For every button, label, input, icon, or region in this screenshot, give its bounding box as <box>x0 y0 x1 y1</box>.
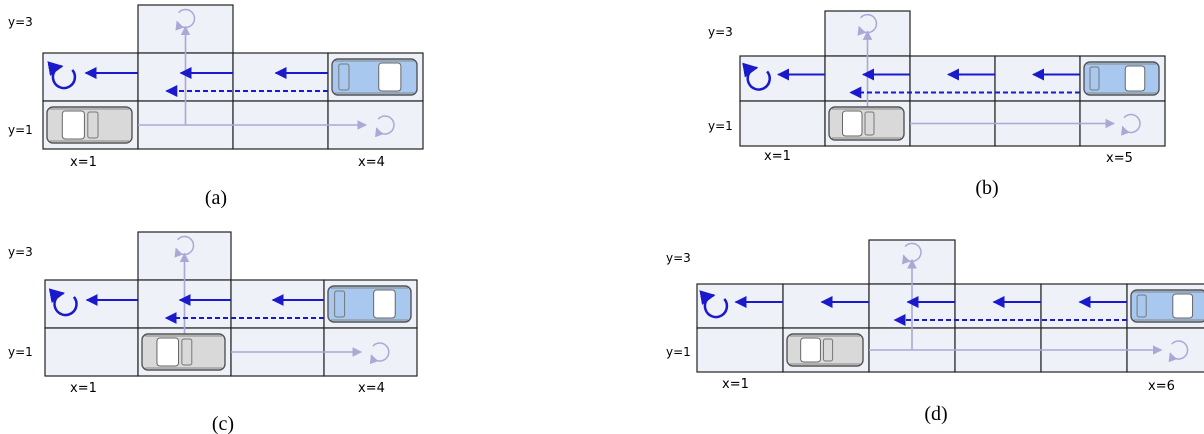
x-left-label: x=1 <box>70 155 97 170</box>
ego-loop-icon <box>48 288 78 317</box>
grid-cell <box>232 52 329 102</box>
car-cabin <box>842 110 863 137</box>
grid-world <box>42 4 424 150</box>
grid-cell <box>739 55 826 102</box>
panel-b: y=3 y=1 x=1 x=5 (b) <box>708 10 1166 199</box>
grid-world <box>44 231 418 377</box>
y3-label: y=3 <box>8 245 33 259</box>
other-loop-icon <box>902 242 922 265</box>
car-hood <box>334 290 346 318</box>
panel-c: y=3 y=1 x=1 x=4 (c) <box>8 231 418 434</box>
ego-car <box>1130 289 1204 323</box>
car-hood <box>864 111 875 136</box>
ego-loop-icon <box>742 62 771 91</box>
car-cabin <box>1124 65 1146 92</box>
grid-cell <box>42 52 139 102</box>
ego-loop-icon <box>699 290 729 319</box>
car-cabin <box>1172 293 1194 319</box>
ego-car <box>331 58 418 96</box>
grid-cell <box>782 283 870 329</box>
other-loop-icon <box>369 342 390 365</box>
panel-caption: (b) <box>975 177 998 199</box>
grid-world <box>696 239 1204 373</box>
car-hood <box>87 111 99 139</box>
y1-label: y=1 <box>666 345 691 359</box>
car-cabin <box>800 337 821 363</box>
y3-label: y=3 <box>8 15 33 29</box>
car-hood <box>822 338 834 362</box>
grid-world <box>739 10 1166 147</box>
x-left-label: x=1 <box>764 149 791 164</box>
x-right-label: x=4 <box>358 155 385 170</box>
y1-label: y=1 <box>708 119 733 133</box>
car-hood <box>181 338 193 366</box>
car-cabin <box>61 110 85 140</box>
other-loop-icon <box>375 115 395 138</box>
grid-cell <box>909 55 996 102</box>
grid-cell <box>696 283 784 329</box>
car-hood <box>338 63 350 91</box>
grid-cell <box>696 327 784 373</box>
panel-caption: (c) <box>212 413 234 434</box>
grid-cell <box>1040 283 1128 329</box>
other-car <box>141 333 226 371</box>
x-right-label: x=5 <box>1106 151 1133 166</box>
x-left-label: x=1 <box>722 377 749 392</box>
car-hood <box>1136 294 1147 318</box>
other-loop-icon <box>1121 113 1141 136</box>
other-car <box>828 106 905 141</box>
grid-cell <box>44 279 139 329</box>
grid-cell <box>230 279 325 329</box>
grid-cell <box>954 283 1042 329</box>
x-right-label: x=6 <box>1148 379 1175 394</box>
y3-label: y=3 <box>708 25 733 39</box>
panel-caption: (d) <box>924 403 947 425</box>
other-loop-icon <box>175 8 196 31</box>
grid-cell <box>994 55 1081 102</box>
panel-a: y=3 y=1 x=1 x=4 (a) <box>8 4 424 209</box>
other-loop-icon <box>174 235 195 258</box>
ego-loop-icon <box>47 61 77 90</box>
panel-caption: (a) <box>205 187 227 209</box>
y1-label: y=1 <box>8 345 33 359</box>
car-cabin <box>373 289 396 319</box>
y1-label: y=1 <box>8 123 33 137</box>
panel-d: y=3 y=1 x=1 x=6 (d) <box>666 239 1204 425</box>
y3-label: y=3 <box>666 251 691 265</box>
other-loop-icon <box>857 13 878 36</box>
grid-cell <box>739 100 826 147</box>
other-car <box>786 333 864 367</box>
x-left-label: x=1 <box>70 381 97 396</box>
car-hood <box>1089 66 1100 91</box>
ego-car <box>327 285 412 323</box>
other-car <box>46 106 133 144</box>
x-right-label: x=4 <box>358 381 385 396</box>
car-cabin <box>378 62 402 92</box>
car-cabin <box>156 337 180 367</box>
other-loop-icon <box>1168 340 1189 363</box>
grid-cell <box>44 327 139 377</box>
ego-car <box>1083 61 1160 96</box>
